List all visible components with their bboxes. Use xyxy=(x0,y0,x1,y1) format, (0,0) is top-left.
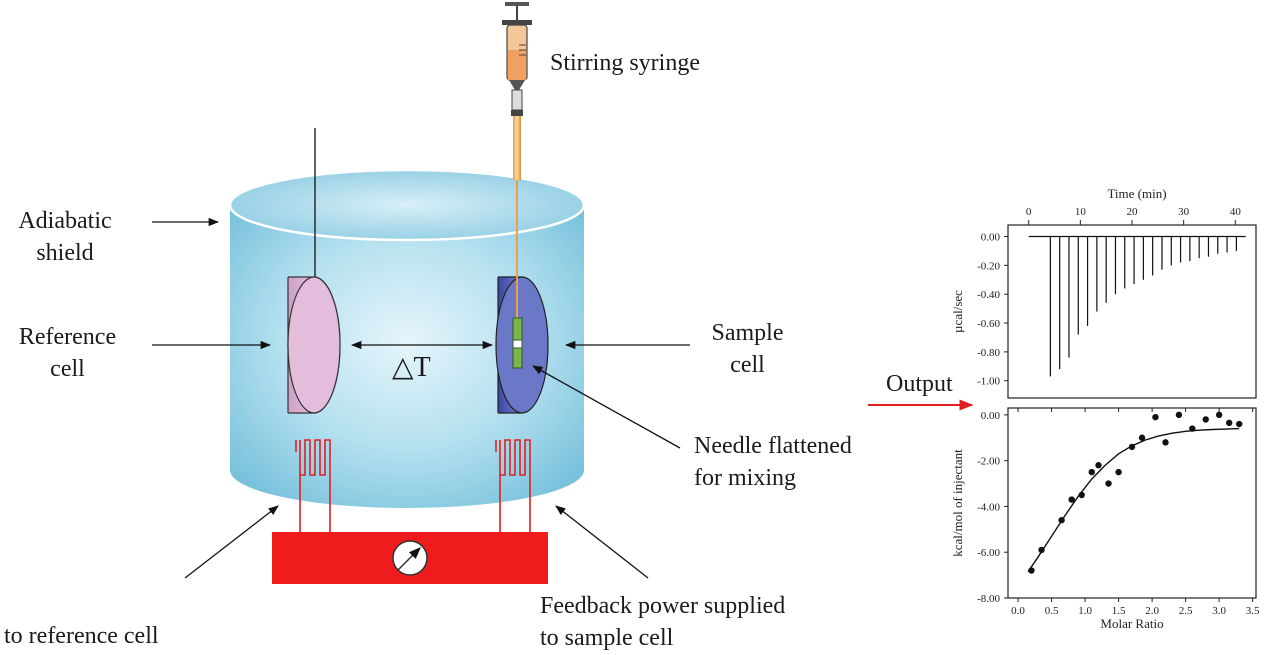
data-point xyxy=(1128,443,1136,451)
y-tick-label: -0.20 xyxy=(977,260,1000,272)
data-point xyxy=(1225,419,1233,427)
data-point xyxy=(1236,420,1243,428)
reference-power-arrow xyxy=(184,505,279,579)
data-point xyxy=(1152,413,1159,421)
needle-arrow xyxy=(532,365,681,449)
x-axis-label: Molar Ratio xyxy=(1100,616,1163,631)
data-point xyxy=(1038,546,1045,554)
x-axis-label: Time (min) xyxy=(1107,186,1166,201)
data-point xyxy=(1088,468,1095,476)
data-point xyxy=(1078,491,1085,499)
to-reference-cell-label: to reference cell xyxy=(4,623,159,649)
sample-heater-coil xyxy=(495,439,531,535)
x-tick-label: 40 xyxy=(1230,206,1242,218)
y-tick-label: -6.00 xyxy=(977,547,1000,559)
feedback-power-label: Feedback power supplied to sample cell xyxy=(540,593,786,651)
needle-label: Needle flattened for mixing xyxy=(694,433,852,491)
data-point xyxy=(1162,439,1169,446)
y-axis-label: µcal/sec xyxy=(950,290,965,333)
x-tick-label: 0.5 xyxy=(1045,605,1059,617)
data-point xyxy=(1068,496,1075,503)
x-tick-label: 0.0 xyxy=(1011,605,1025,617)
x-tick-label: 10 xyxy=(1075,206,1087,218)
data-point xyxy=(1095,462,1102,469)
y-tick-label: -0.80 xyxy=(977,347,1000,359)
thermogram-frame xyxy=(1007,224,1257,399)
x-tick-label: 2.0 xyxy=(1145,605,1159,617)
y-tick-label: -1.00 xyxy=(977,376,1000,388)
isotherm-frame xyxy=(1007,407,1257,599)
sample-cell-label: Sample cell xyxy=(711,320,784,378)
adiabatic-shield-label: Adiabatic shield xyxy=(18,208,112,266)
data-point xyxy=(1215,411,1223,419)
reference-heater-coil xyxy=(295,439,331,535)
stirring-syringe-label: Stirring syringe xyxy=(550,50,700,76)
data-point xyxy=(1202,416,1209,423)
data-point xyxy=(1175,411,1183,419)
delta-t-label: △T xyxy=(392,352,431,383)
data-point xyxy=(1028,567,1035,574)
stirring-syringe xyxy=(502,2,532,180)
x-tick-label: 1.0 xyxy=(1078,605,1092,617)
data-point xyxy=(1138,434,1146,441)
y-tick-label: 0.00 xyxy=(981,410,1001,422)
data-point xyxy=(1115,468,1122,476)
power-supply-box xyxy=(272,532,548,584)
reference-cell xyxy=(287,276,341,414)
x-tick-label: 3.5 xyxy=(1246,605,1260,617)
y-tick-label: -8.00 xyxy=(977,593,1000,605)
data-point xyxy=(1058,516,1065,524)
data-point xyxy=(1105,480,1112,487)
needle-paddle xyxy=(512,317,523,369)
y-axis-label: kcal/mol of injectant xyxy=(950,449,965,557)
y-tick-label: -4.00 xyxy=(977,501,1000,513)
y-tick-label: -0.60 xyxy=(977,318,1000,330)
y-tick-label: -2.00 xyxy=(977,456,1000,468)
y-tick-label: -0.40 xyxy=(977,289,1000,301)
x-tick-label: 3.0 xyxy=(1212,605,1226,617)
x-tick-label: 2.5 xyxy=(1179,605,1193,617)
x-tick-label: 0 xyxy=(1026,206,1032,218)
output-label: Output xyxy=(886,371,953,397)
x-tick-label: 1.5 xyxy=(1112,605,1126,617)
sample-power-arrow xyxy=(555,505,649,579)
data-point xyxy=(1189,425,1196,432)
reference-cell-label: Reference cell xyxy=(18,324,117,382)
x-tick-label: 30 xyxy=(1178,206,1190,218)
y-tick-label: 0.00 xyxy=(981,232,1001,244)
x-tick-label: 20 xyxy=(1127,206,1139,218)
